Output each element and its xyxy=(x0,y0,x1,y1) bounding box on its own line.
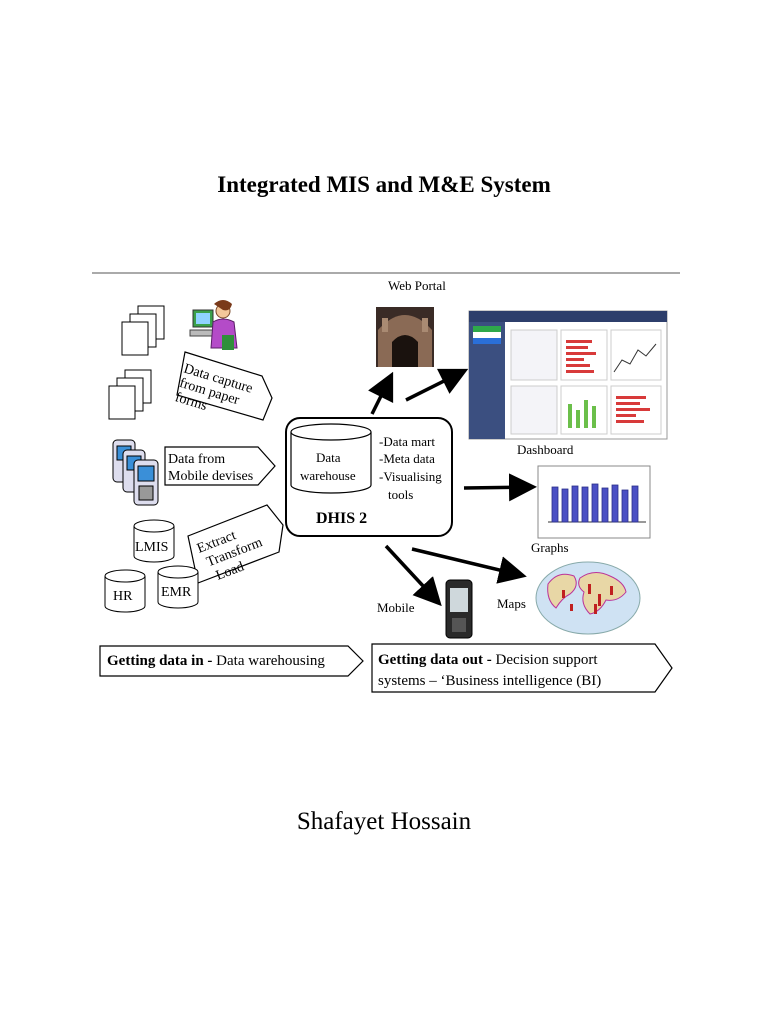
feature-data-mart: -Data mart xyxy=(379,434,435,449)
arrows xyxy=(368,368,537,607)
mobile-devices-callout xyxy=(164,446,276,486)
maps-label: Maps xyxy=(497,596,526,611)
graphs-image xyxy=(537,465,651,539)
feature-visualising: -Visualising xyxy=(379,469,442,484)
web-portal-image xyxy=(376,307,434,367)
arrow-to-mobile xyxy=(384,544,442,607)
data-in-text: Getting data in - Data warehousing xyxy=(107,653,325,669)
emr-database: EMR xyxy=(157,565,199,609)
data-out-text-2: systems – ‘Business intelligence (BI) xyxy=(378,673,601,689)
data-out-text-1: Getting data out - Decision support xyxy=(378,652,598,668)
data-out-banner xyxy=(371,643,673,693)
web-portal-label: Web Portal xyxy=(388,278,446,293)
svg-text:LMIS: LMIS xyxy=(135,540,168,555)
dashboard-label: Dashboard xyxy=(517,442,574,457)
dhis2-label: DHIS 2 xyxy=(316,510,367,527)
arrow-to-dashboard xyxy=(405,368,469,402)
svg-text:HR: HR xyxy=(113,589,133,604)
author-name: Shafayet Hossain xyxy=(296,808,472,835)
mobile-devices-text-1: Data from xyxy=(168,452,225,467)
svg-text:Data: Data xyxy=(316,450,341,465)
document-title: Integrated MIS and M&E System xyxy=(217,172,551,197)
data-in-banner xyxy=(99,645,364,677)
lmis-database: LMIS xyxy=(133,519,175,563)
svg-text:EMR: EMR xyxy=(161,585,192,600)
mobile-devices-text-2: Mobile devises xyxy=(168,469,253,484)
feature-tools: tools xyxy=(388,487,413,502)
mobile-phone-icon xyxy=(445,579,473,639)
arrow-to-web-portal xyxy=(368,371,394,415)
paper-forms-icon xyxy=(108,305,165,420)
mobile-devices-icon xyxy=(112,439,159,506)
graphs-label: Graphs xyxy=(531,540,569,555)
dashboard-screenshot xyxy=(468,310,668,440)
arrow-to-maps xyxy=(411,547,527,584)
paper-forms-callout xyxy=(176,351,273,421)
mobile-label: Mobile xyxy=(377,600,415,615)
data-warehouse-cylinder: Data warehouse xyxy=(290,423,372,494)
svg-text:warehouse: warehouse xyxy=(300,468,356,483)
person-at-computer-icon xyxy=(189,300,238,350)
maps-image xyxy=(535,561,641,635)
hr-database: HR xyxy=(104,569,146,613)
feature-meta-data: -Meta data xyxy=(379,451,435,466)
arrow-to-graphs xyxy=(463,473,537,502)
